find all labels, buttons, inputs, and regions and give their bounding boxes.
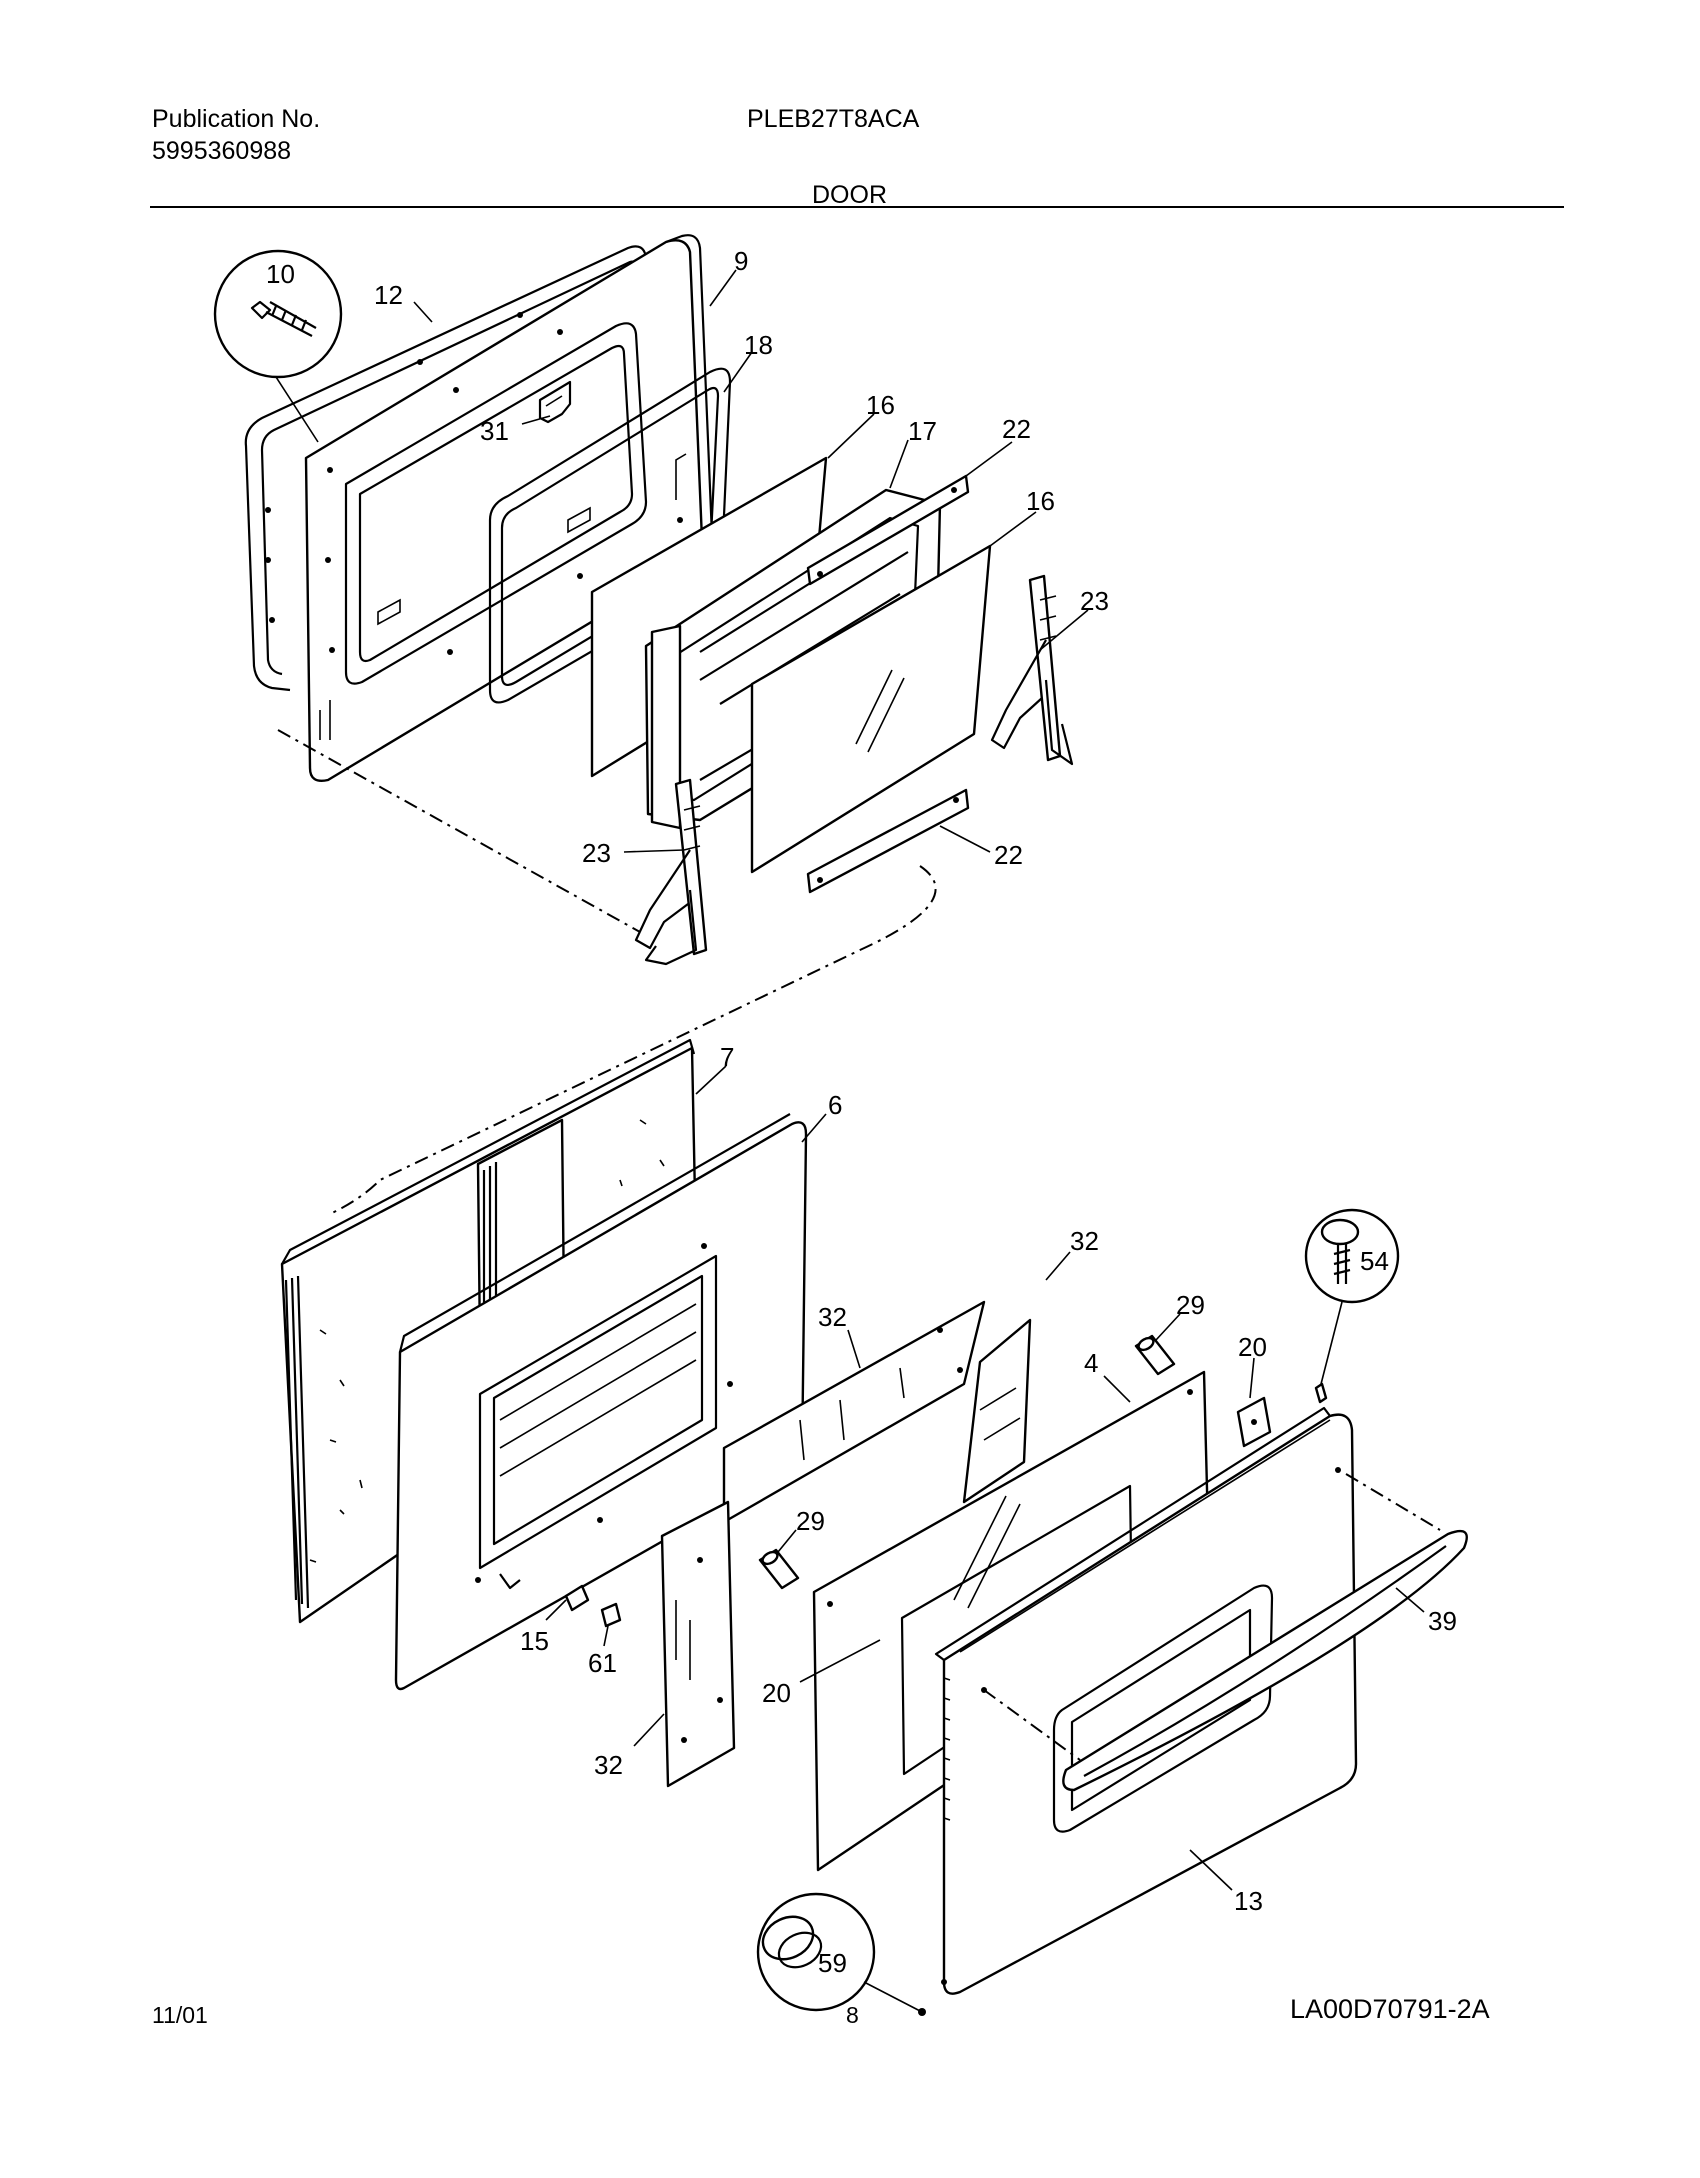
callout-9: 9	[734, 246, 748, 276]
callout-16-lower: 16	[1026, 486, 1055, 516]
lower-leader-lines	[545, 1065, 1425, 1891]
hinge-bracket-31	[538, 380, 572, 424]
section-title: DOOR	[812, 181, 887, 209]
insulation-32-right	[962, 1318, 1032, 1504]
publication-number: 5995360988	[152, 137, 292, 165]
callout-32-c: 32	[594, 1750, 623, 1780]
glass-panel-16-lower	[750, 544, 992, 874]
drawing-code: LA00D70791-2A	[1290, 1994, 1490, 2024]
callout-20-lower: 20	[762, 1678, 791, 1708]
callout-6: 6	[828, 1090, 842, 1120]
bumper-61	[600, 1602, 622, 1628]
callout-32-a: 32	[1070, 1226, 1099, 1256]
door-handle-39	[983, 1473, 1468, 1792]
callout-59: 59	[818, 1948, 847, 1978]
screw-detail-circle-10	[213, 249, 343, 443]
insulation-32-top	[722, 1300, 986, 1524]
callout-39: 39	[1428, 1606, 1457, 1636]
outer-door-panel-13	[934, 1406, 1358, 1995]
callout-31: 31	[480, 416, 509, 446]
upper-leader-lines	[277, 269, 1089, 933]
callout-29-lower: 29	[796, 1506, 825, 1536]
callout-32-b: 32	[818, 1302, 847, 1332]
callout-22-upper: 22	[1002, 414, 1031, 444]
door-hinge-23-left	[634, 778, 708, 966]
publication-label: Publication No.	[152, 105, 321, 133]
callout-29-upper: 29	[1176, 1290, 1205, 1320]
callout-10: 10	[266, 259, 295, 289]
bracket-20-upper	[1236, 1396, 1272, 1448]
door-hinge-23-right	[990, 574, 1074, 766]
standoff-29-lower	[758, 1548, 800, 1590]
callout-18: 18	[744, 330, 773, 360]
plug-detail-circle-59	[756, 1892, 926, 2016]
callout-15: 15	[520, 1626, 549, 1656]
callout-54: 54	[1360, 1246, 1389, 1276]
clip-15	[564, 1584, 590, 1612]
callout-13: 13	[1234, 1886, 1263, 1916]
callout-12: 12	[374, 280, 403, 310]
callout-22-lower: 22	[994, 840, 1023, 870]
model-number: PLEB27T8ACA	[747, 105, 920, 133]
callout-labels: 10 12 9 18 31 16 17 22 16 23 23 22 7 6 3…	[266, 246, 1457, 1978]
callout-7: 7	[720, 1042, 734, 1072]
standoff-29-upper	[1134, 1334, 1176, 1376]
callout-23-right: 23	[1080, 586, 1109, 616]
door-gasket-12	[244, 245, 652, 692]
glass-channel-22-lower	[806, 788, 970, 894]
callout-17: 17	[908, 416, 937, 446]
callout-20-upper: 20	[1238, 1332, 1267, 1362]
callout-61: 61	[588, 1648, 617, 1678]
header-rule	[150, 206, 1564, 208]
callout-16-upper: 16	[866, 390, 895, 420]
callout-23-left: 23	[582, 838, 611, 868]
page-number: 8	[846, 2002, 859, 2028]
assembly-link-line	[329, 865, 937, 1215]
callout-4: 4	[1084, 1348, 1098, 1378]
insulation-32-left	[660, 1500, 736, 1788]
glass-channel-22-upper	[806, 474, 970, 586]
screw-detail-circle-54	[1304, 1208, 1400, 1404]
publication-date: 11/01	[152, 2002, 208, 2028]
